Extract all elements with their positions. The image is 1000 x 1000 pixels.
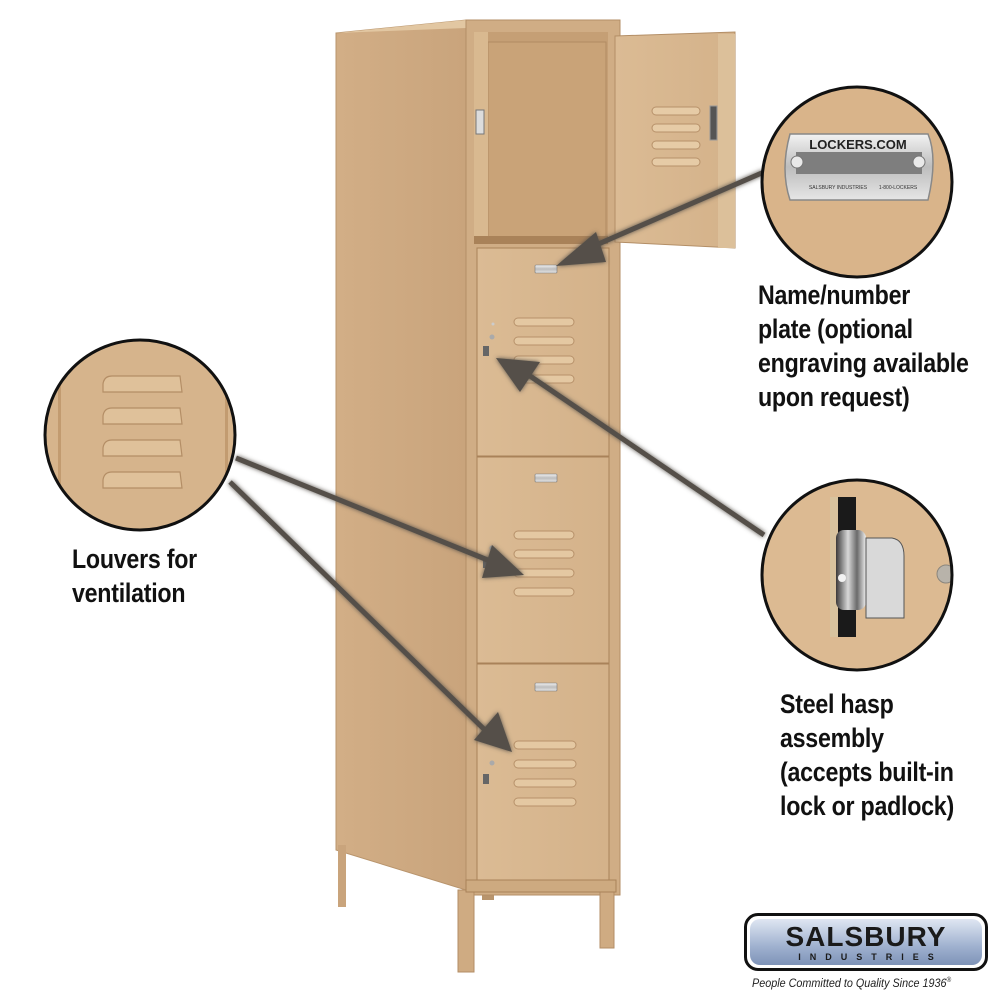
brand-logo: SALSBURY INDUSTRIES bbox=[744, 913, 988, 971]
arrow-louvers-bottom bbox=[228, 480, 492, 737]
callout-arrows bbox=[228, 169, 766, 752]
name-plate bbox=[534, 473, 558, 483]
name-plate bbox=[534, 264, 558, 274]
plate-footer-left: SALSBURY INDUSTRIES bbox=[809, 185, 868, 191]
name-plate-detail-circle: LOCKERS.COM SALSBURY INDUSTRIES 1-800-LO… bbox=[760, 85, 954, 279]
louvers-detail-circle bbox=[43, 338, 237, 532]
plate-footer-right: 1-800-LOCKERS bbox=[879, 185, 918, 191]
locker-door-2 bbox=[476, 247, 610, 457]
logo-sub-text: INDUSTRIES bbox=[798, 951, 943, 962]
name-plate-callout-label: Name/number plate (optional engraving av… bbox=[758, 280, 969, 412]
open-door bbox=[614, 31, 736, 249]
brand-tagline: People Committed to Quality Since 1936® bbox=[752, 976, 952, 990]
arrowhead-icon bbox=[556, 232, 606, 266]
louver-icon bbox=[102, 375, 183, 489]
logo-main-text: SALSBURY bbox=[785, 920, 947, 952]
name-plate bbox=[534, 682, 558, 692]
arrow-name-plate bbox=[579, 169, 765, 255]
louvers-callout-label: Louvers for ventilation bbox=[72, 544, 197, 608]
hasp-detail-circle bbox=[760, 478, 954, 672]
locker bbox=[335, 19, 736, 973]
hasp bbox=[483, 558, 489, 568]
locker-leg-rear bbox=[338, 845, 346, 907]
locker-leg-front-left bbox=[457, 889, 475, 973]
door-louvers bbox=[651, 106, 701, 167]
hasp-callout-label: Steel hasp assembly (accepts built-in lo… bbox=[780, 689, 954, 821]
arrowhead-icon bbox=[496, 358, 540, 392]
locker-door-4 bbox=[476, 663, 610, 881]
latch-icon bbox=[475, 109, 485, 135]
plate-brand-text: LOCKERS.COM bbox=[809, 137, 907, 152]
arrowhead-icon bbox=[482, 545, 524, 578]
locker-side-panel bbox=[335, 19, 467, 891]
arrow-hasp bbox=[528, 373, 766, 538]
arrowhead-icon bbox=[474, 712, 512, 752]
open-compartment bbox=[474, 32, 608, 244]
hasp bbox=[483, 346, 489, 356]
arrow-louvers-middle bbox=[235, 455, 501, 568]
hasp bbox=[483, 774, 489, 784]
